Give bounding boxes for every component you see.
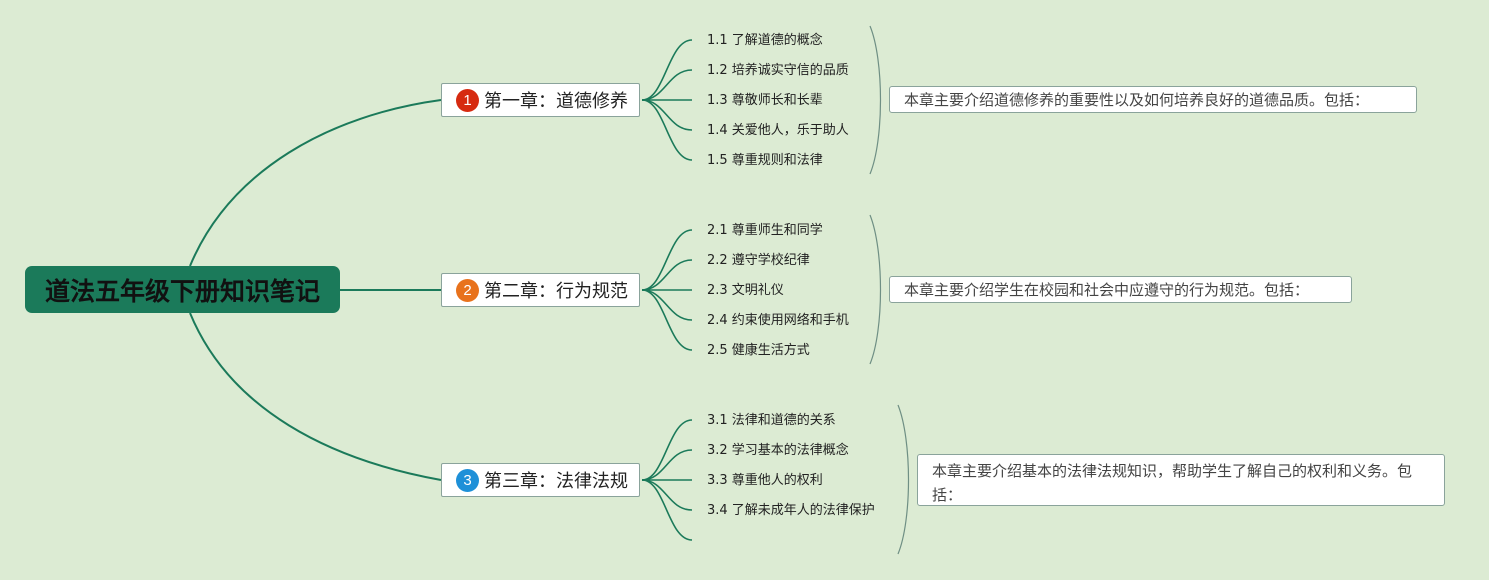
topic-item[interactable]: 3.4 了解未成年人的法律保护 <box>707 503 875 518</box>
chapter-title: 第一章：道德修养 <box>484 91 628 112</box>
ch3-summary-brace <box>897 404 910 555</box>
topic-item[interactable]: 2.3 文明礼仪 <box>707 283 784 298</box>
ch2-branch-2 <box>641 259 693 291</box>
chapter-number-badge: 3 <box>456 468 479 492</box>
ch1-branch-2 <box>641 69 693 101</box>
topic-item[interactable]: 1.3 尊敬师长和长辈 <box>707 93 823 108</box>
topic-item[interactable]: 3.3 尊重他人的权利 <box>707 473 823 488</box>
topic-item[interactable]: 1.2 培养诚实守信的品质 <box>707 63 849 78</box>
topic-item[interactable]: 2.4 约束使用网络和手机 <box>707 313 849 328</box>
ch1-branch-5 <box>641 99 693 161</box>
ch3-branch-1 <box>641 419 693 481</box>
topic-item[interactable]: 2.1 尊重师生和同学 <box>707 223 823 238</box>
topic-item[interactable]: 1.4 关爱他人，乐于助人 <box>707 123 849 138</box>
ch1-summary-brace <box>869 25 882 175</box>
topic-item[interactable]: 3.2 学习基本的法律概念 <box>707 443 849 458</box>
chapter-summary-2[interactable]: 本章主要介绍学生在校园和社会中应遵守的行为规范。包括： <box>889 276 1352 303</box>
chapter-summary-3[interactable]: 本章主要介绍基本的法律法规知识，帮助学生了解自己的权利和义务。包括： <box>917 454 1445 506</box>
topic-item[interactable]: 1.5 尊重规则和法律 <box>707 153 823 168</box>
ch2-branch-1 <box>641 229 693 291</box>
ch1-branch-1 <box>641 39 693 101</box>
ch1-branch-4 <box>641 99 693 131</box>
topic-item[interactable]: 2.2 遵守学校纪律 <box>707 253 810 268</box>
chapter-number-badge: 1 <box>456 88 479 112</box>
chapter-node-2[interactable]: 2 第二章：行为规范 <box>441 273 640 307</box>
topic-item[interactable]: 1.1 了解道德的概念 <box>707 33 823 48</box>
ch3-branch-2 <box>641 449 693 481</box>
ch2-branch-4 <box>641 289 693 321</box>
ch2-branch-5 <box>641 289 693 351</box>
chapter-node-3[interactable]: 3 第三章：法律法规 <box>441 463 640 497</box>
root-to-chapter-3-line <box>189 312 442 481</box>
chapter-title: 第二章：行为规范 <box>484 281 628 302</box>
ch2-summary-brace <box>869 214 882 365</box>
ch3-branch-4 <box>641 479 693 511</box>
chapter-summary-1[interactable]: 本章主要介绍道德修养的重要性以及如何培养良好的道德品质。包括： <box>889 86 1417 113</box>
ch3-branch-5 <box>641 479 693 541</box>
chapter-node-1[interactable]: 1 第一章：道德修养 <box>441 83 640 117</box>
root-to-chapter-1-line <box>189 99 442 267</box>
chapter-title: 第三章：法律法规 <box>484 471 628 492</box>
topic-item[interactable]: 3.1 法律和道德的关系 <box>707 413 836 428</box>
topic-item[interactable]: 2.5 健康生活方式 <box>707 343 810 358</box>
root-node-title[interactable]: 道法五年级下册知识笔记 <box>25 266 340 313</box>
chapter-number-badge: 2 <box>456 278 479 302</box>
